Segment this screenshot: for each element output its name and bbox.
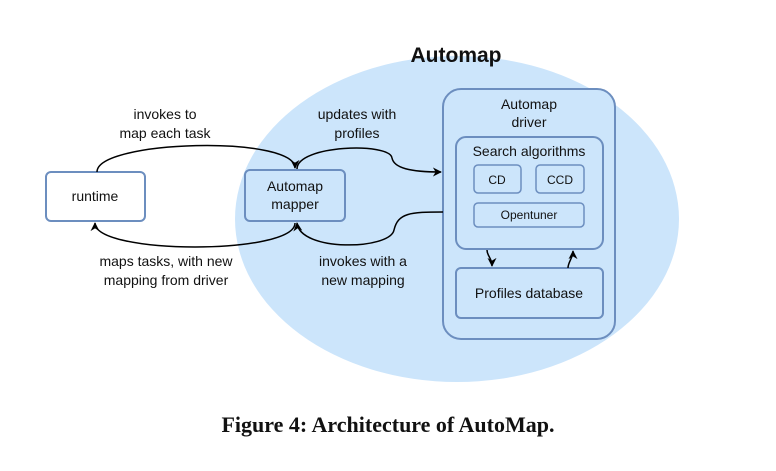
updates-label-line2: profiles [334, 125, 379, 141]
ccd-node: CCD [535, 164, 585, 194]
mapper-label-line1: Automap [267, 178, 323, 194]
search-algorithms-label: Search algorithms [473, 143, 586, 159]
architecture-diagram: Automap runtime Automap mapper Automap d… [45, 44, 679, 382]
maps-label-line2: mapping from driver [104, 272, 229, 288]
maps-label-line1: maps tasks, with new [99, 253, 233, 269]
ccd-label: CCD [547, 173, 573, 187]
opentuner-node: Opentuner [473, 202, 585, 228]
profiles-database-node: Profiles database [455, 267, 604, 319]
search-to-profiles-arrow [486, 249, 497, 267]
invokes-new-label-line1: invokes with a [319, 253, 407, 269]
runtime-node: runtime [45, 171, 146, 222]
invokes-with-new-mapping-arrow [293, 211, 444, 246]
invokes-to-map-arrow [96, 144, 300, 173]
maps-tasks-arrow [90, 222, 296, 248]
runtime-label: runtime [72, 188, 119, 204]
cd-label: CD [488, 173, 506, 187]
driver-label-line1: Automap [501, 96, 557, 112]
automap-mapper-node: Automap mapper [244, 169, 346, 222]
updates-label-line1: updates with [318, 106, 397, 122]
cd-node: CD [473, 164, 522, 194]
invokes-new-label-line2: new mapping [321, 272, 404, 288]
updates-with-profiles-arrow [296, 147, 442, 177]
opentuner-label: Opentuner [501, 208, 558, 222]
profiles-database-label: Profiles database [475, 285, 583, 301]
invokes-label-line2: map each task [119, 125, 211, 141]
automap-title: Automap [411, 44, 502, 67]
figure-caption: Figure 4: Architecture of AutoMap. [221, 412, 555, 437]
mapper-label-line2: mapper [271, 196, 319, 212]
profiles-to-search-arrow [567, 250, 578, 269]
invokes-label-line1: invokes to [133, 106, 196, 122]
driver-label-line2: driver [511, 114, 546, 130]
